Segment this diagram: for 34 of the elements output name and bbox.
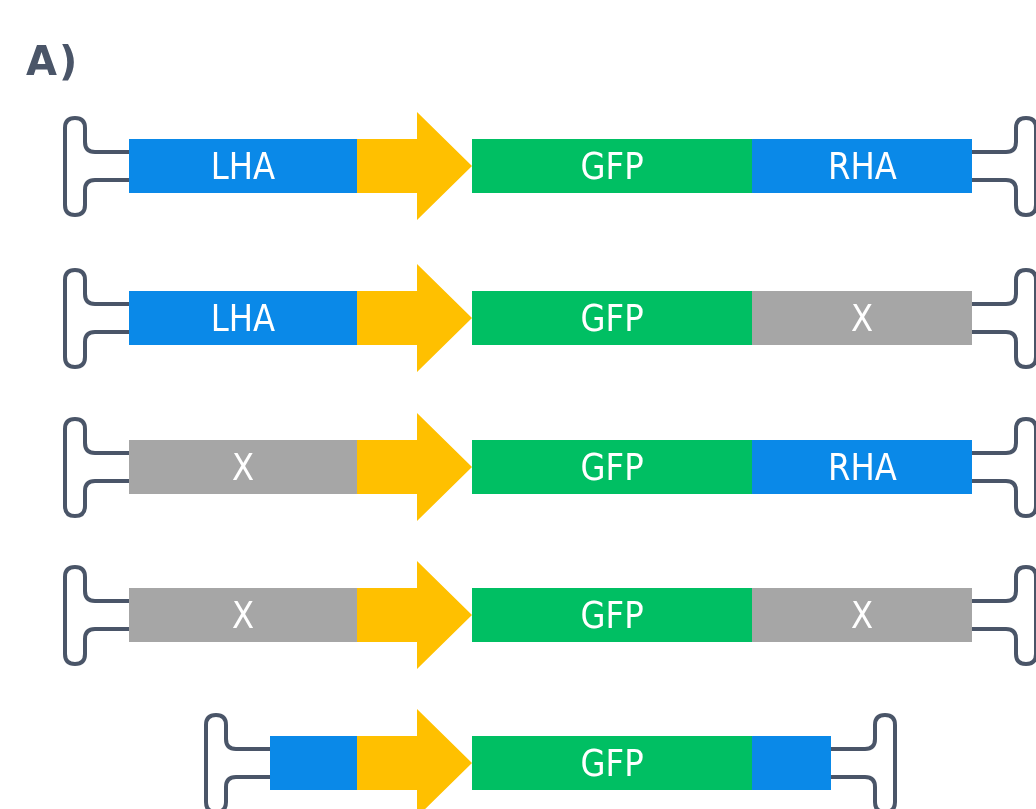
dna-segment [752, 588, 972, 642]
segment-label: GFP [580, 445, 644, 489]
dna-segment [129, 139, 357, 193]
segment-label: RHA [827, 445, 897, 489]
promoter-arrow [357, 264, 472, 372]
segment-label: GFP [580, 741, 644, 785]
segment-label: GFP [580, 296, 644, 340]
dna-segment [472, 440, 752, 494]
dna-segment [752, 291, 972, 345]
dna-segment [129, 440, 357, 494]
segment-label: RHA [827, 144, 897, 188]
segment-label: GFP [580, 144, 644, 188]
promoter-arrow [357, 709, 472, 809]
dna-segment [752, 736, 831, 790]
dna-segment [752, 440, 972, 494]
dna-segment [129, 291, 357, 345]
promoter-arrow [357, 561, 472, 669]
segment-label: X [231, 593, 255, 637]
dna-segment [472, 736, 752, 790]
segment-label: X [850, 296, 874, 340]
segment-label: LHA [210, 144, 276, 188]
promoter-arrow [357, 112, 472, 220]
promoter-arrow [357, 413, 472, 521]
segment-label: X [850, 593, 874, 637]
panel-label: A) [26, 38, 80, 84]
segment-label: GFP [580, 593, 644, 637]
segment-label: LHA [210, 296, 276, 340]
dna-segment [270, 736, 357, 790]
dna-segment [472, 291, 752, 345]
dna-segment [472, 588, 752, 642]
dna-segment [752, 139, 972, 193]
dna-segment [472, 139, 752, 193]
segment-label: X [231, 445, 255, 489]
dna-segment [129, 588, 357, 642]
